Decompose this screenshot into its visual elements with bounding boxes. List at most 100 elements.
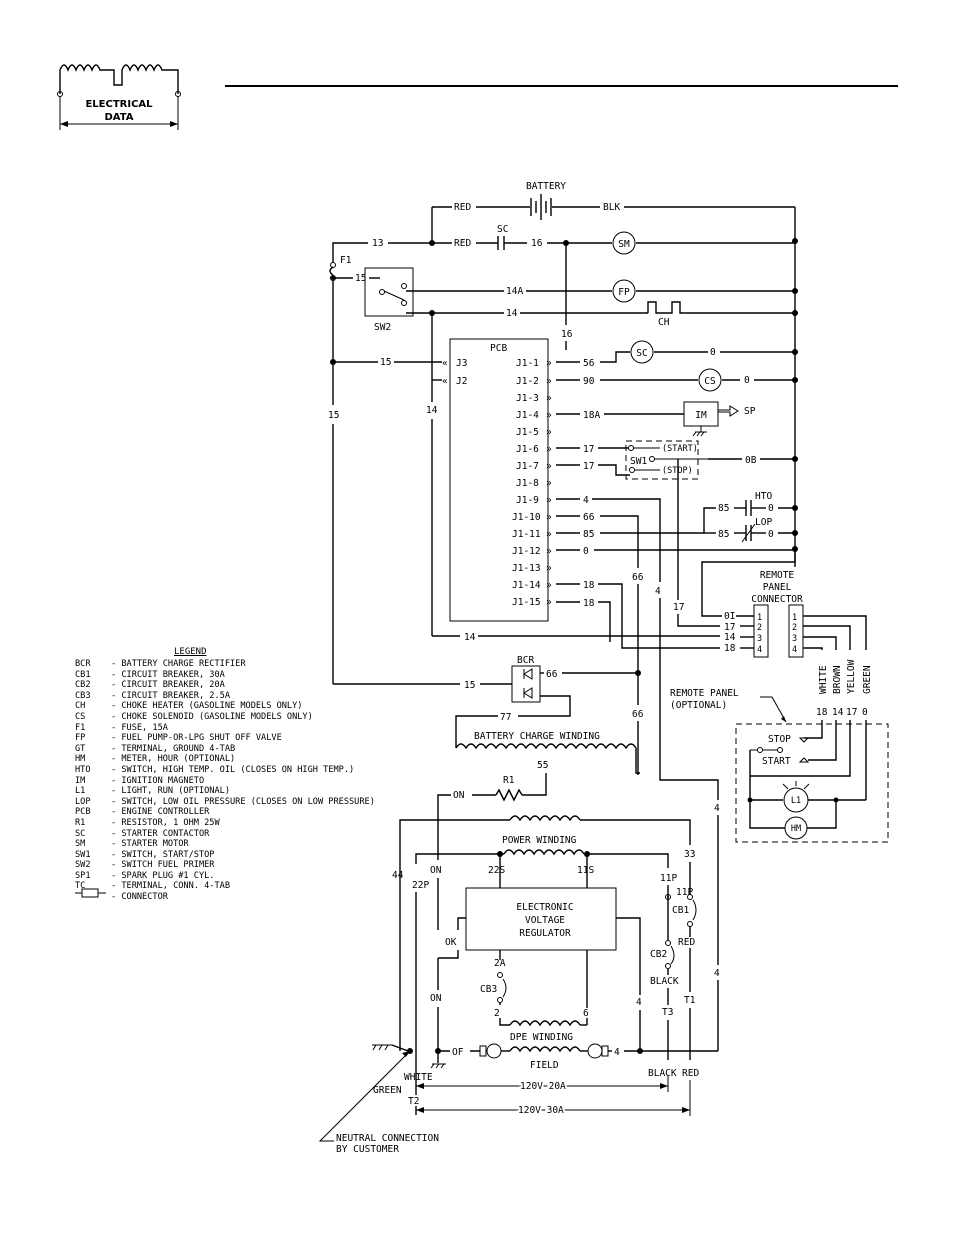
legend-desc: - BATTERY CHARGE RECTIFIER bbox=[111, 659, 246, 669]
wire-17-label-2: 17 bbox=[583, 461, 594, 472]
pcb-pins: J1-1 J1-2 J1-3 J1-4 J1-5 J1-6 J1-7 J1-8 … bbox=[512, 358, 552, 608]
pcb-output-wires: 56 SC 0 90 CS 0 18A IM SP 17 17 4 4 4 bbox=[556, 340, 795, 1051]
wire-18-label-2: 18 bbox=[583, 598, 595, 609]
wire-blk-label: BLK bbox=[603, 202, 620, 213]
neutral-connection-note: NEUTRAL CONNECTION BY CUSTOMER bbox=[318, 1050, 439, 1155]
start-label: START bbox=[762, 756, 791, 767]
legend-item: BCR - BATTERY CHARGE RECTIFIER bbox=[75, 659, 375, 670]
remote-connector-line1: REMOTE bbox=[760, 570, 795, 581]
j2-arrow: « bbox=[442, 376, 448, 387]
logo-line1: ELECTRICAL bbox=[85, 99, 153, 110]
legend-desc: - SWITCH, LOW OIL PRESSURE (CLOSES ON LO… bbox=[111, 796, 375, 807]
rc-num-18: 18 bbox=[816, 707, 828, 718]
pcb-engine-controller: PCB 15 « J3 « J2 bbox=[333, 338, 549, 622]
rc-wire-white: WHITE bbox=[818, 665, 829, 694]
rc-right-pin-3: 3 bbox=[792, 634, 797, 644]
wire-15-bcr-label: 15 bbox=[464, 680, 475, 691]
legend-desc: - CHOKE SOLENOID (GASOLINE MODELS ONLY) bbox=[111, 711, 313, 722]
legend-item: SM- STARTER MOTOR bbox=[75, 839, 375, 850]
legend-item: F1- FUSE, 15A bbox=[75, 723, 375, 734]
rc-right-pin-1: 1 bbox=[792, 613, 797, 623]
legend-code: BCR bbox=[75, 659, 91, 669]
legend-code: SP1 bbox=[75, 870, 91, 881]
wire-on-label-2: ON bbox=[430, 865, 442, 876]
wire-11p-label-2: 11P bbox=[676, 887, 693, 898]
field-winding: OF 4 FIELD bbox=[435, 1043, 718, 1071]
hto-label: HTO bbox=[755, 491, 772, 502]
bcr-battery-charge-rectifier: BCR 66 77 BATTERY CHARGE WINDING 55 bbox=[455, 655, 641, 796]
svg-text:»: » bbox=[546, 358, 552, 369]
wire-black-label: BLACK bbox=[650, 976, 679, 987]
evr-line1: ELECTRONIC bbox=[516, 902, 573, 913]
legend-item: SW1 - SWITCH, START/STOP bbox=[75, 850, 375, 861]
legend-code: CB3 bbox=[75, 690, 91, 701]
dpe-winding-circuit: CB3 2 DPE WINDING ON bbox=[430, 958, 587, 1063]
legend-desc: - CIRCUIT BREAKER, 2.5A bbox=[111, 690, 230, 701]
circuit-breakers: 11P CB1 RED CB2 BLACK T3 T1 bbox=[650, 887, 697, 1060]
legend-code: SW1 bbox=[75, 849, 91, 860]
wire-on-label-3: ON bbox=[430, 993, 442, 1004]
cs-label: CS bbox=[704, 376, 716, 387]
sc-coil-label: SC bbox=[636, 348, 647, 359]
wire-15-vertical-label: 15 bbox=[328, 410, 339, 421]
wire-85-label: 85 bbox=[583, 529, 594, 540]
wire-18-label: 18 bbox=[583, 580, 595, 591]
legend-item: R1- RESISTOR, 1 OHM 25W bbox=[75, 818, 375, 829]
svg-text:»: » bbox=[546, 563, 552, 574]
wire-77-label: 77 bbox=[500, 712, 511, 723]
output-terminals: WHITE GREEN BLACK RED 120V 20A T2 120V 3… bbox=[372, 1044, 699, 1118]
wire-85-lop-label: 85 bbox=[718, 529, 729, 540]
battery: BATTERY RED BLK bbox=[431, 181, 795, 243]
battery-charge-winding-label: BATTERY CHARGE WINDING bbox=[474, 731, 600, 742]
wire-13-label: 13 bbox=[372, 238, 383, 249]
battery-label: BATTERY bbox=[526, 181, 566, 192]
legend-item: IM- IGNITION MAGNETO bbox=[75, 776, 375, 787]
legend-desc: - CIRCUIT BREAKER, 30A bbox=[111, 669, 225, 680]
cb1-label: CB1 bbox=[672, 905, 689, 916]
legend-desc: - IGNITION MAGNETO bbox=[111, 775, 205, 786]
wire-white-label: WHITE bbox=[404, 1072, 433, 1083]
logo-line2: DATA bbox=[104, 112, 133, 123]
pin-arrows: »» »» »» »» »» »» »» » bbox=[546, 358, 552, 608]
legend-item: TC- TERMINAL, CONN. 4-TAB bbox=[75, 881, 375, 892]
svg-text:»: » bbox=[546, 461, 552, 472]
legend-desc: - CONNECTOR bbox=[111, 892, 168, 903]
legend-code: PCB bbox=[75, 807, 91, 818]
wire-ok-label: OK bbox=[445, 937, 457, 948]
j2-label: J2 bbox=[456, 376, 467, 387]
wire-0-label: 0 bbox=[710, 347, 716, 358]
wire-red-out-label: RED bbox=[682, 1068, 699, 1079]
field-label: FIELD bbox=[530, 1060, 559, 1071]
remote-connector-line3: CONNECTOR bbox=[751, 594, 803, 605]
legend-item: CB2- CIRCUIT BREAKER, 20A bbox=[75, 680, 375, 691]
legend-rows: BCR- BATTERY CHARGE RECTIFIER CB1- CIRCU… bbox=[75, 659, 375, 903]
rc-right-pin-2: 2 bbox=[792, 623, 797, 633]
v120-30a-label: 120V 30A bbox=[518, 1105, 564, 1116]
wire-0-lop-label: 0 bbox=[768, 529, 774, 540]
wire-11s-label: 11S bbox=[577, 865, 594, 876]
wire-18a-label: 18A bbox=[583, 410, 600, 421]
wire-90-label: 90 bbox=[583, 376, 595, 387]
neutral-note-line1: NEUTRAL CONNECTION bbox=[336, 1133, 439, 1144]
legend-item: L1- LIGHT, RUN (OPTIONAL) bbox=[75, 786, 375, 797]
remote-panel-optional: REMOTE PANEL (OPTIONAL) STOP START L1 HM bbox=[670, 688, 889, 843]
legend-desc: - SWITCH, START/STOP bbox=[111, 849, 215, 860]
pin-j1-8: J1-8 bbox=[516, 478, 539, 489]
sw1-start-stop-switch: (START) SW1 (STOP) 0B 17 bbox=[625, 440, 795, 627]
sw1-label: SW1 bbox=[630, 456, 647, 467]
wire-4-vertical-label: 4 bbox=[655, 586, 661, 597]
legend-code: GT bbox=[75, 743, 86, 754]
legend-desc: - LIGHT, RUN (OPTIONAL) bbox=[111, 786, 230, 797]
hm-label: HM bbox=[791, 824, 801, 834]
legend-desc: - TERMINAL, CONN. 4-TAB bbox=[111, 881, 230, 892]
rc-left-pin-3: 3 bbox=[757, 634, 762, 644]
rc-num-17: 17 bbox=[846, 707, 857, 718]
v120-20a-label: 120V 20A bbox=[520, 1081, 566, 1092]
stop-label: STOP bbox=[768, 734, 791, 745]
wire-66-label: 66 bbox=[583, 512, 595, 523]
wire-2-label: 2 bbox=[494, 1008, 500, 1019]
wire-2a-label: 2A bbox=[494, 958, 506, 969]
legend-item: SC- STARTER CONTACTOR bbox=[75, 829, 375, 840]
wire-4-label: 4 bbox=[583, 495, 589, 506]
